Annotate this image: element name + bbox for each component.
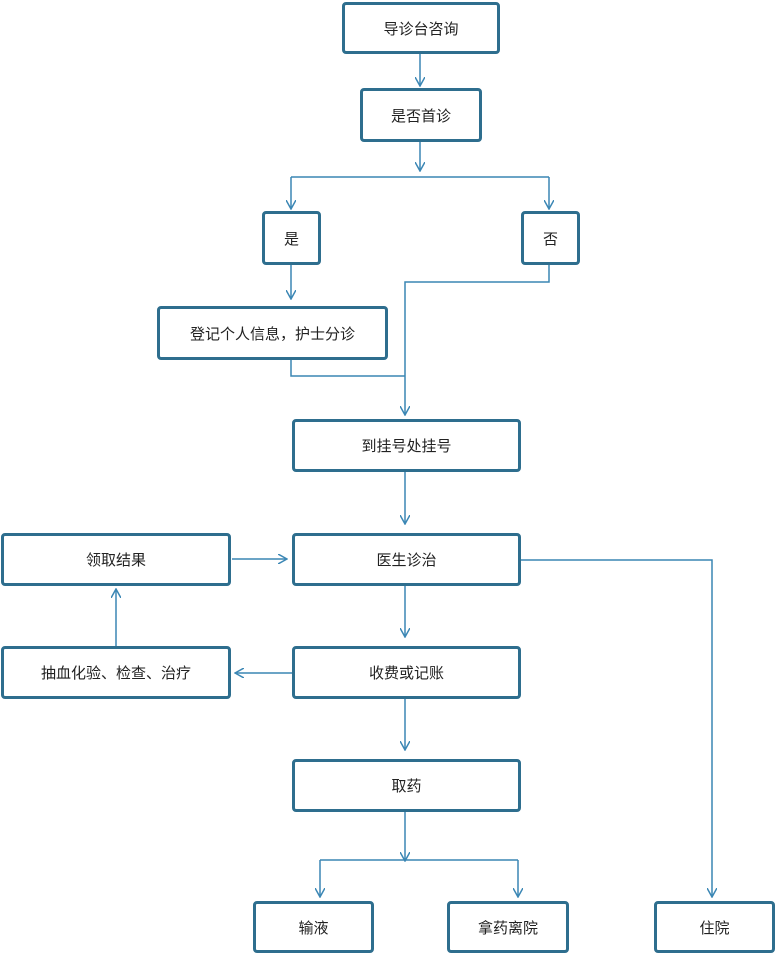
node-yes-label: 是	[283, 229, 299, 248]
node-leave-label: 拿药离院	[477, 918, 538, 937]
node-no-label: 否	[542, 229, 558, 248]
node-register-info-label: 登记个人信息，护士分诊	[189, 324, 355, 343]
connector-no-to-registration	[405, 265, 550, 414]
node-get-results: 领取结果	[1, 533, 231, 586]
node-hospitalize: 住院	[654, 901, 775, 953]
node-consult: 导诊台咨询	[342, 2, 500, 54]
node-infusion-label: 输液	[298, 918, 329, 937]
node-medicine-label: 取药	[391, 777, 422, 795]
node-no: 否	[521, 211, 580, 265]
node-tests-label: 抽血化验、检查、治疗	[40, 664, 191, 682]
node-consult-label: 导诊台咨询	[383, 19, 459, 38]
node-yes: 是	[262, 211, 321, 265]
node-hospitalize-label: 住院	[699, 918, 730, 937]
node-first-visit-label: 是否首诊	[390, 106, 451, 125]
node-registration: 到挂号处挂号	[292, 419, 521, 472]
node-infusion: 输液	[253, 901, 374, 953]
node-get-results-label: 领取结果	[85, 551, 146, 569]
node-diagnosis: 医生诊治	[292, 533, 521, 586]
arrow-diagnosis-to-hospitalize	[520, 559, 712, 896]
node-registration-label: 到挂号处挂号	[361, 437, 452, 455]
node-leave: 拿药离院	[447, 901, 569, 953]
node-medicine: 取药	[292, 759, 521, 812]
node-register-info: 登记个人信息，护士分诊	[157, 306, 388, 360]
node-payment: 收费或记账	[292, 646, 521, 699]
node-first-visit: 是否首诊	[360, 88, 482, 142]
connector-register-info-to-registration	[290, 360, 405, 377]
node-diagnosis-label: 医生诊治	[376, 551, 437, 569]
node-tests: 抽血化验、检查、治疗	[1, 646, 231, 699]
node-payment-label: 收费或记账	[368, 664, 444, 682]
